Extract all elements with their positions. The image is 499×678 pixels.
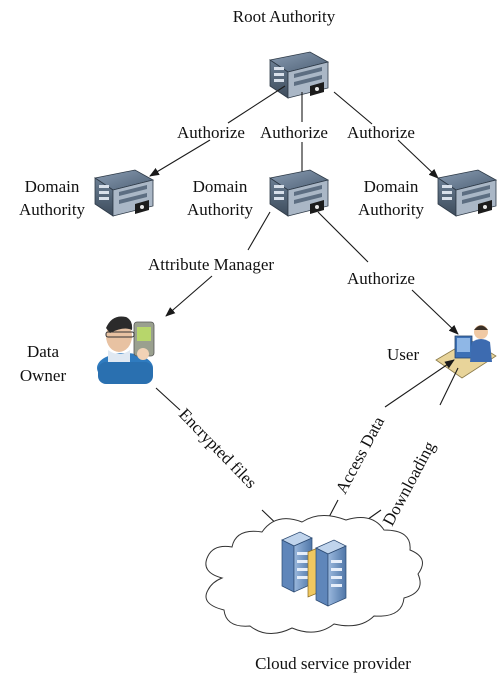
downloading-label: Downloading [379,438,439,529]
data-owner-line1: Data [27,342,60,361]
domain-right-line1: Domain [364,177,419,196]
authorize-right-label: Authorize [347,123,415,142]
data-owner-person-icon [97,316,155,384]
edge-domain-to-owner-a [247,211,271,251]
edge-domain-to-user-b [411,289,459,335]
user-workstation-icon [435,325,497,379]
domain-left-line1: Domain [25,177,80,196]
cloud-provider-label: Cloud service provider [255,654,411,673]
root-authority-label: Root Authority [233,7,336,26]
cloud-server-icon [281,531,347,607]
domain-right-line2: Authority [358,200,425,219]
edge-root-to-right-b [397,139,439,179]
edge-domain-to-owner-b [165,275,213,317]
domain-right-server-icon [437,169,497,217]
authorize-center-label: Authorize [260,123,328,142]
domain-center-line1: Domain [193,177,248,196]
edge-root-to-left-b [149,139,211,177]
user-label: User [387,345,419,364]
edge-root-to-left-a [227,85,286,124]
authorize-left-label: Authorize [177,123,245,142]
root-server-icon [269,51,329,99]
domain-left-server-icon [94,169,154,217]
domain-center-line2: Authority [187,200,254,219]
edge-owner-to-cloud-a [155,387,181,411]
encrypted-files-label: Encrypted files [175,405,260,493]
domain-center-server-icon [269,169,329,217]
edge-access-data-b [384,359,455,408]
attribute-manager-label: Attribute Manager [148,255,274,274]
edge-downloading-a [439,367,459,406]
data-owner-line2: Owner [20,366,67,385]
access-data-label: Access Data [332,413,389,497]
authorize-user-label: Authorize [347,269,415,288]
domain-left-line2: Authority [19,200,86,219]
edge-domain-to-user-a [317,211,369,263]
edge-root-to-right-a [333,91,373,125]
